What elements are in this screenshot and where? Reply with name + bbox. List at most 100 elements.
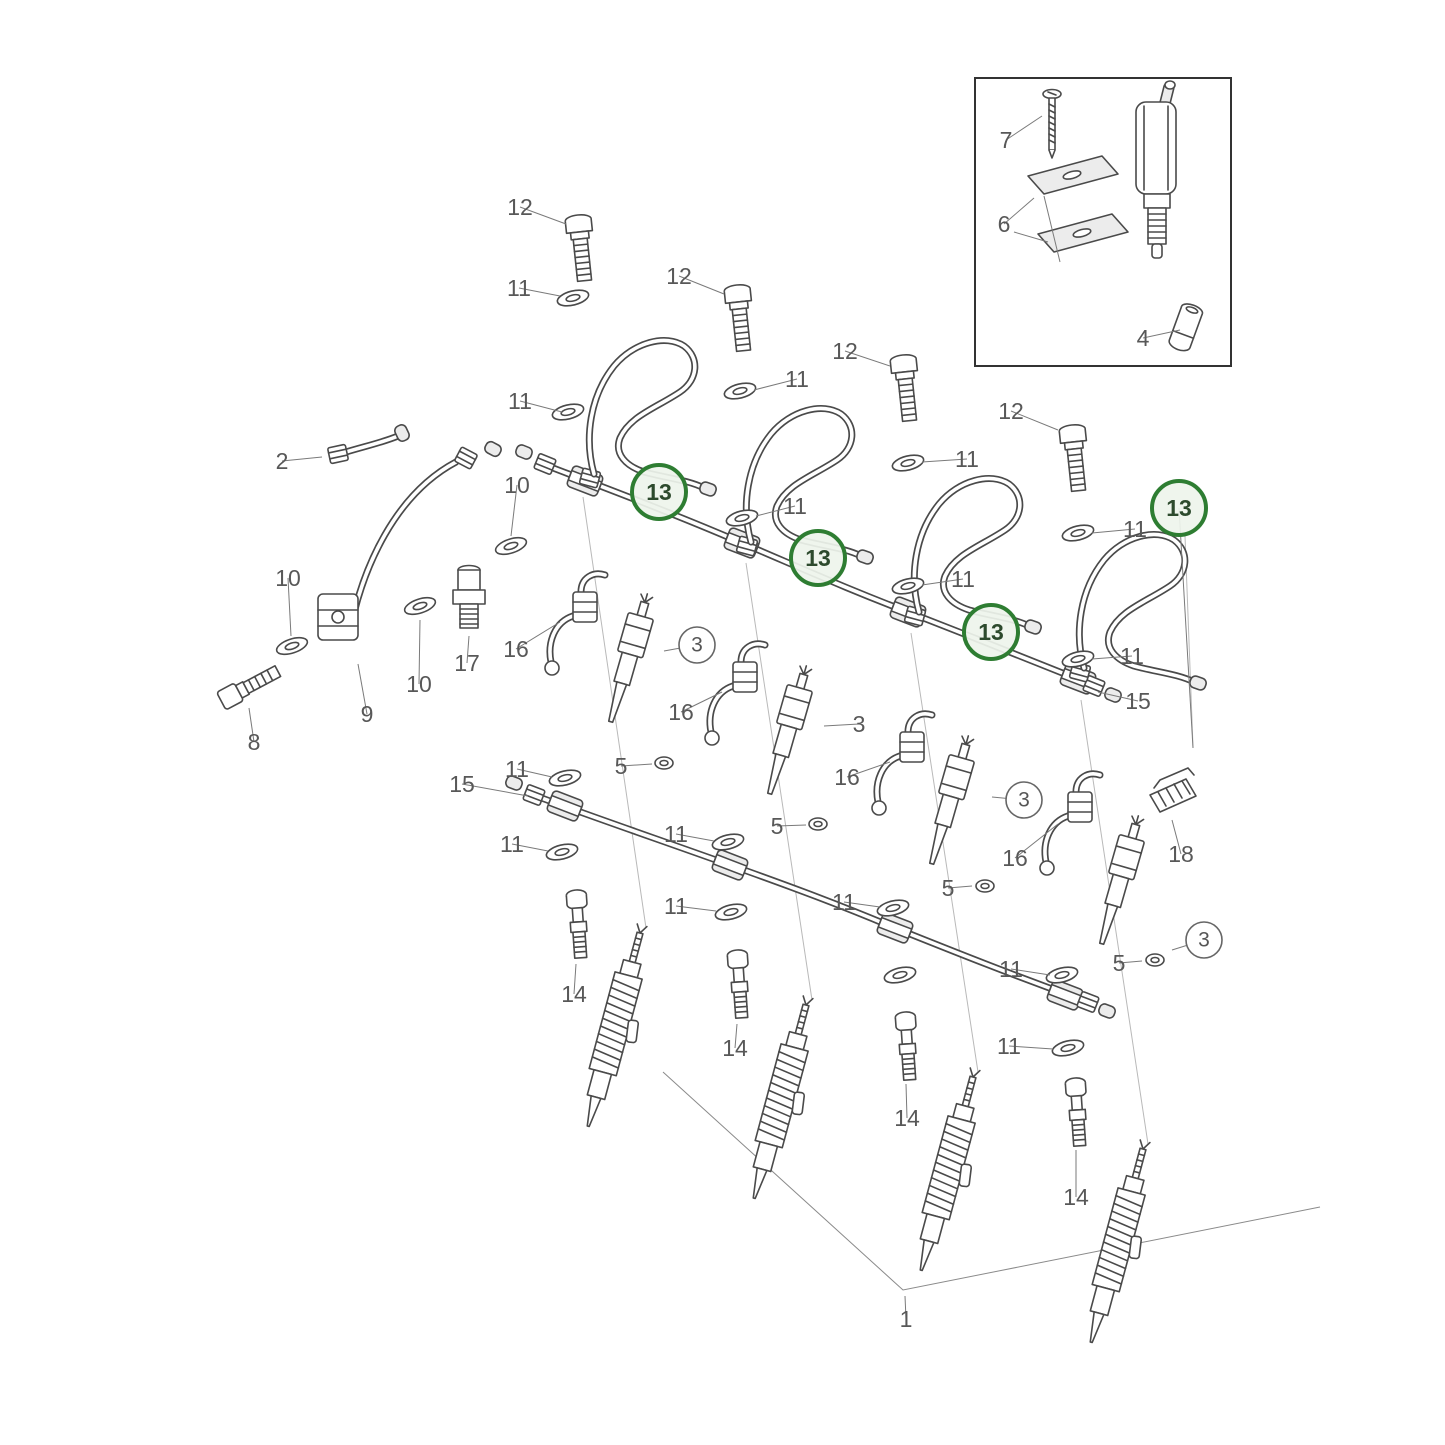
leader-line xyxy=(515,621,561,650)
part-label-11: 11 xyxy=(505,756,529,782)
part-label-16: 16 xyxy=(834,764,860,790)
leader-line xyxy=(1091,655,1133,660)
stud-bolt-14 xyxy=(894,1010,921,1082)
highlight-callout-13 xyxy=(1150,479,1208,537)
washer-10 xyxy=(401,593,439,619)
part-label-11: 11 xyxy=(999,956,1023,982)
inset-injector-body xyxy=(1135,80,1177,259)
highlight-callout-label-13: 13 xyxy=(646,479,672,505)
leader-line xyxy=(1171,819,1182,855)
leader-line xyxy=(1003,197,1035,225)
part-label-12: 12 xyxy=(832,338,858,364)
leader-line xyxy=(510,484,518,537)
washer-11 xyxy=(549,400,587,424)
part-label-11: 11 xyxy=(997,1033,1021,1059)
leader-line xyxy=(466,635,470,664)
leader-line xyxy=(357,663,368,715)
leader-line xyxy=(1010,410,1059,431)
washer-11 xyxy=(554,286,592,310)
leader-line xyxy=(947,885,973,889)
circle-callout-label-3: 3 xyxy=(691,634,703,657)
injector-sleeve-4 xyxy=(1168,303,1204,352)
washer-11 xyxy=(1049,1036,1087,1060)
leader-line xyxy=(1178,507,1194,749)
washer-11 xyxy=(546,766,584,790)
leader-line xyxy=(1118,960,1143,964)
connector-17 xyxy=(452,564,486,629)
leader-line xyxy=(1008,1045,1054,1050)
highlight-callout-13 xyxy=(789,529,847,587)
cap-18 xyxy=(1149,767,1197,813)
part-label-11: 11 xyxy=(1123,516,1147,542)
part-label-9: 9 xyxy=(361,701,374,727)
group-1-bracket-line xyxy=(662,1071,1321,1291)
leak-off-pipe-16 xyxy=(872,714,932,815)
part-label-11: 11 xyxy=(664,893,688,919)
part-label-15: 15 xyxy=(449,771,475,797)
leader-line xyxy=(675,833,715,842)
washer-11 xyxy=(889,451,927,475)
part-label-12: 12 xyxy=(507,194,533,220)
part-label-7: 7 xyxy=(1000,127,1013,153)
rail-end-cap xyxy=(513,442,535,462)
leader-line xyxy=(921,578,964,586)
banjo-bolt-12 xyxy=(1057,422,1093,493)
rail-union xyxy=(875,911,915,945)
part-label-8: 8 xyxy=(248,729,261,755)
part-label-1: 1 xyxy=(900,1306,913,1332)
highlight-callout-13 xyxy=(630,463,688,521)
washer-11 xyxy=(874,896,912,920)
part-label-11: 11 xyxy=(507,275,531,301)
part-label-11: 11 xyxy=(1120,643,1144,669)
rail-end-fitting-15 xyxy=(521,783,547,807)
injector-3 xyxy=(918,731,982,869)
rail-union xyxy=(710,848,750,882)
leader-line xyxy=(846,761,891,778)
highlight-callout-label-13: 13 xyxy=(1166,495,1192,521)
leader-line xyxy=(573,963,577,995)
washer-11 xyxy=(709,830,747,854)
elbow-pipe-2 xyxy=(326,422,412,465)
leader-line xyxy=(755,505,796,517)
lower-fuel-rail xyxy=(503,773,1118,1021)
leader-line xyxy=(620,763,653,767)
leader-line xyxy=(518,287,561,297)
banjo-bolt-12 xyxy=(722,282,758,353)
washer-11 xyxy=(881,963,919,987)
part-label-14: 14 xyxy=(894,1105,920,1131)
rail-union xyxy=(545,789,585,823)
injector-row xyxy=(545,574,1197,967)
leader-line xyxy=(678,275,725,295)
injector-3 xyxy=(756,661,820,799)
part-label-12: 12 xyxy=(998,398,1024,424)
leader-line xyxy=(1142,329,1181,339)
part-label-11: 11 xyxy=(832,889,856,915)
part-label-4: 4 xyxy=(1137,325,1150,351)
part-label-15: 15 xyxy=(1125,688,1151,714)
part-label-10: 10 xyxy=(275,565,301,591)
part-label-11: 11 xyxy=(508,388,532,414)
leader-line xyxy=(511,843,549,852)
circle-callout-3 xyxy=(1005,781,1043,819)
part-label-18: 18 xyxy=(1168,841,1194,867)
leader-line xyxy=(844,350,891,367)
part-label-16: 16 xyxy=(503,636,529,662)
leader-line xyxy=(753,378,798,391)
leader-line xyxy=(461,783,529,797)
nozzle-nut-5 xyxy=(654,756,674,770)
part-label-11: 11 xyxy=(783,493,807,519)
part-label-10: 10 xyxy=(504,472,530,498)
leader-line xyxy=(921,458,968,463)
circle-callout-3 xyxy=(678,626,716,664)
leader-line xyxy=(287,577,292,637)
leader-line xyxy=(1010,968,1051,976)
rail-end-cap xyxy=(1096,1001,1118,1021)
part-label-5: 5 xyxy=(615,753,628,779)
part-label-14: 14 xyxy=(722,1035,748,1061)
injector-3 xyxy=(597,589,661,727)
part-label-11: 11 xyxy=(951,566,975,592)
washer-11 xyxy=(543,840,581,864)
part-label-11: 11 xyxy=(664,821,688,847)
stud-bolt-14 xyxy=(565,888,592,960)
